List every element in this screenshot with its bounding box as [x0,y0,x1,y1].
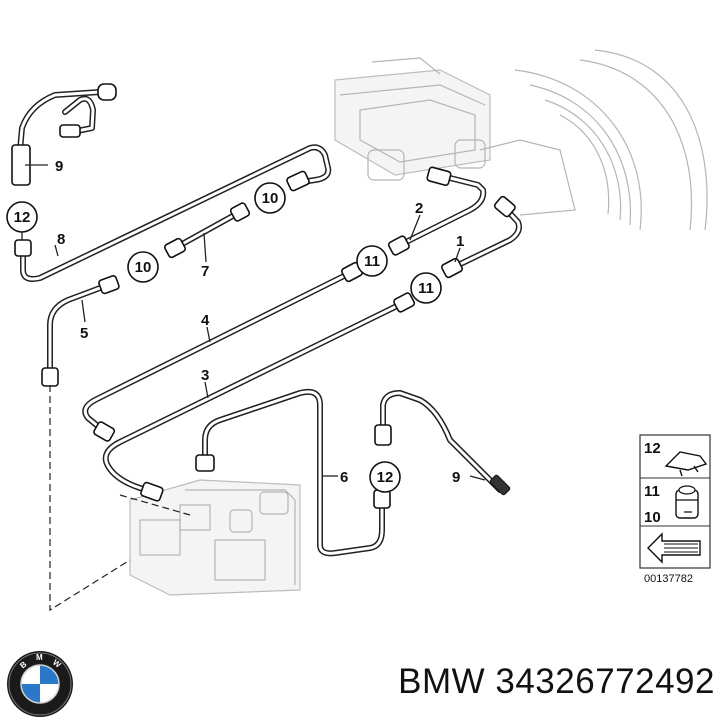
part-label-3: 3 [201,367,209,384]
pipe-8 [20,144,332,282]
pipe-4 [82,269,355,435]
pipe-7 [172,209,243,251]
callout-12-bottom: 12 [369,461,401,493]
svg-text:B: B [18,660,28,671]
svg-text:11: 11 [364,253,380,270]
legend-item-11: 11 [644,483,660,500]
callout-11-a: 11 [356,245,388,277]
pipe-3 [102,299,408,494]
svg-text:W: W [51,658,63,670]
legend-item-12: 12 [644,440,661,457]
leader-lines [21,164,486,490]
master-cylinder-ghost [334,57,491,181]
arrow-icon [647,532,701,564]
svg-text:10: 10 [135,259,152,276]
pipe-5 [47,282,111,381]
callout-11-b: 11 [410,272,442,304]
part-label-9-top: 9 [55,158,63,175]
part-label-5: 5 [80,325,88,342]
part-number-caption: BMW 34326772492 [398,662,715,701]
svg-text:11: 11 [418,280,434,297]
callout-10-mid: 10 [127,251,159,283]
clip-icon [664,451,708,477]
part-label-4: 4 [201,312,210,329]
callout-12-left: 12 [6,201,38,233]
part-label-1: 1 [456,233,464,250]
pipe-2 [395,173,487,249]
part-label-7: 7 [201,263,209,280]
svg-text:10: 10 [262,190,279,207]
svg-text:M: M [36,653,43,662]
fittings [11,83,516,509]
pipe-1 [449,205,522,271]
pipe-6 [202,388,385,557]
part-label-8: 8 [57,231,65,248]
legend-code: 00137782 [644,573,693,585]
svg-text:12: 12 [14,209,31,226]
hose-9-top [17,89,103,153]
part-label-9-right: 9 [452,469,460,486]
legend-box: 12 11 10 00137782 [639,434,711,585]
brake-booster-ghost [479,49,708,231]
hose-9-right [380,390,503,493]
bmw-roundel-logo: B M W [7,651,73,717]
nut-icon [675,485,699,519]
callout-10-top: 10 [254,182,286,214]
svg-text:12: 12 [377,469,394,486]
dashed-leaders [49,385,191,612]
part-label-2: 2 [415,200,423,217]
legend-item-10: 10 [644,509,661,526]
part-label-6: 6 [340,469,348,486]
abs-unit-ghost [129,479,301,596]
